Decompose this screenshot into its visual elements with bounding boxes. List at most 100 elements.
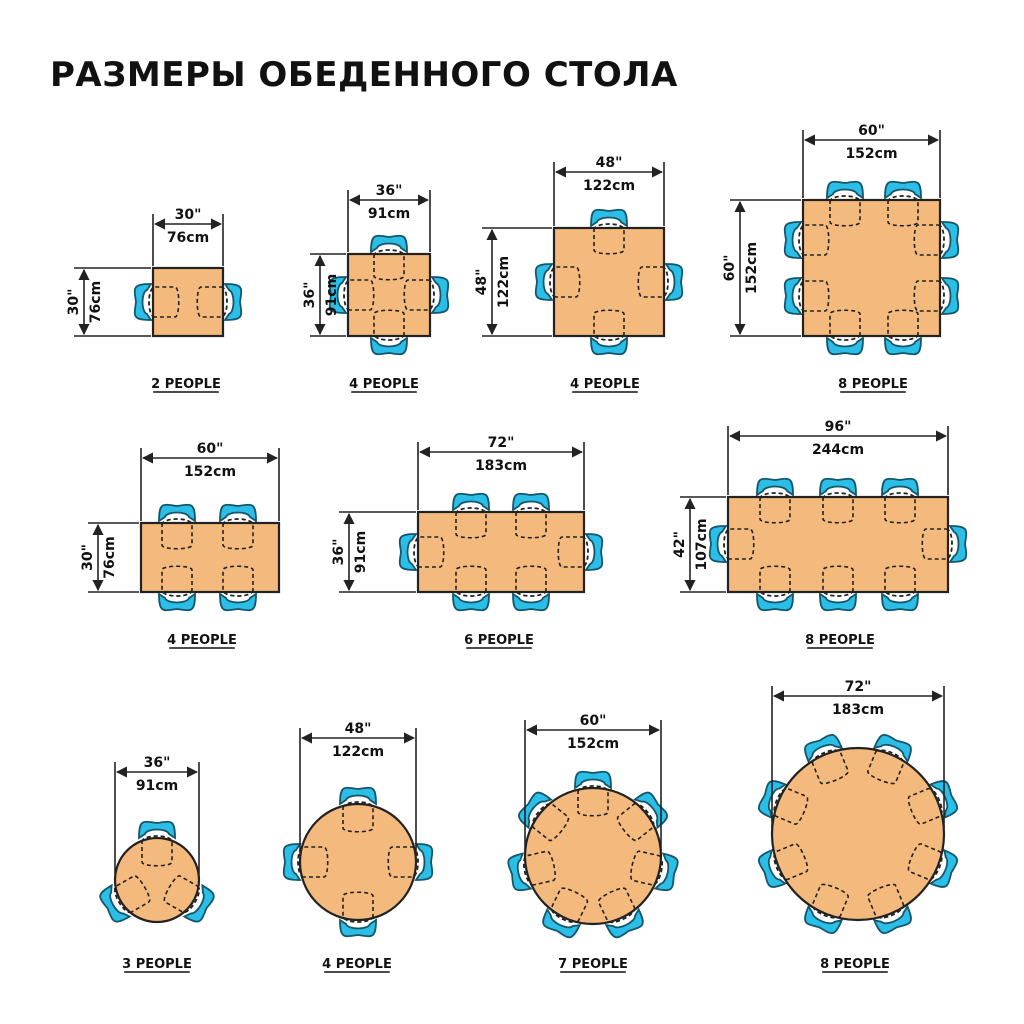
chair-seat <box>161 565 193 597</box>
width-inches: 96" <box>825 419 852 435</box>
chair-seat <box>884 492 916 524</box>
depth-cm: 107cm <box>694 518 710 570</box>
chair-seat-outline <box>413 536 445 568</box>
chair-seat-outline <box>887 309 919 341</box>
chair-seat-outline <box>798 224 830 256</box>
chair-seat-outline <box>867 749 905 785</box>
people-caption: 8 PEOPLE <box>805 633 875 648</box>
depth-cm: 76cm <box>88 281 104 323</box>
chair-seat-outline <box>550 887 589 923</box>
chair-seat <box>531 802 570 842</box>
chair-back <box>633 791 668 830</box>
chair-back <box>783 277 803 315</box>
table-top <box>139 521 281 594</box>
chair-back <box>398 533 418 571</box>
chair-back <box>881 477 919 497</box>
chair-back <box>219 592 257 612</box>
chair-seat-outline <box>557 536 589 568</box>
depth-dimension: 30"76cm <box>80 522 139 593</box>
chair-seats <box>798 195 945 341</box>
chair-back <box>138 820 176 840</box>
chair-seat-outline <box>196 286 228 318</box>
chair-seat <box>114 875 151 913</box>
depth-inches: 36" <box>331 539 347 566</box>
table-top <box>552 226 666 338</box>
chair-back <box>512 492 550 512</box>
people-caption: 8 PEOPLE <box>820 957 890 972</box>
table-top <box>523 786 663 926</box>
chair-seat-outline <box>161 518 193 550</box>
chair-back <box>819 477 857 497</box>
chair-back <box>512 592 550 612</box>
chair-back <box>414 843 434 881</box>
depth-inches: 30" <box>66 289 82 316</box>
chair-back <box>158 592 196 612</box>
table-top <box>346 252 432 338</box>
chair-seat <box>616 802 655 842</box>
people-caption: 2 PEOPLE <box>151 377 221 392</box>
diameter-cm: 183cm <box>832 702 884 718</box>
chair-seats <box>549 223 669 341</box>
chair-seat-outline <box>342 801 374 833</box>
chair-seat <box>297 846 329 878</box>
width-dimension: 96"244cm <box>727 419 949 495</box>
chair-seats <box>413 507 589 597</box>
chair-back <box>133 283 153 321</box>
depth-inches: 48" <box>474 269 490 296</box>
chair-seat <box>403 279 435 311</box>
chair-seat-outline <box>884 492 916 524</box>
chair-seat <box>577 785 609 817</box>
chair-seats <box>343 249 435 341</box>
chair-back <box>534 263 554 301</box>
chair-seat-outline <box>403 279 435 311</box>
people-caption: 8 PEOPLE <box>838 377 908 392</box>
diameter-dimension: 60"152cm <box>524 713 662 850</box>
chair-seat-outline <box>549 266 581 298</box>
chair-seat <box>222 518 254 550</box>
width-dimension: 60"152cm <box>140 441 280 521</box>
chair-seats <box>297 801 419 923</box>
chair-seat <box>515 565 547 597</box>
chair-seat-outline <box>907 787 943 825</box>
diameter-inches: 72" <box>845 679 872 695</box>
chair-seat-outline <box>597 887 636 923</box>
people-caption: 7 PEOPLE <box>558 957 628 972</box>
chair-seat-outline <box>759 492 791 524</box>
chair-seat <box>593 223 625 255</box>
chair-seat <box>887 309 919 341</box>
width-cm: 122cm <box>583 178 635 194</box>
depth-inches: 42" <box>672 531 688 558</box>
chair-back <box>804 904 844 935</box>
chair-back <box>590 336 628 356</box>
chair-seat-outline <box>811 883 849 919</box>
chair-seat <box>593 309 625 341</box>
chair-seat <box>913 224 945 256</box>
chair-back <box>542 907 582 939</box>
chair-back <box>664 263 684 301</box>
chair-back <box>158 503 196 523</box>
width-dimension: 36"91cm <box>347 183 431 252</box>
chair-back <box>757 848 788 888</box>
chair-back <box>872 904 912 935</box>
chair-seat <box>759 492 791 524</box>
table-top <box>416 510 586 594</box>
chair-seat <box>907 843 943 881</box>
chair-seat <box>630 850 663 886</box>
chair-seat-outline <box>373 249 405 281</box>
chair-seat <box>141 835 173 867</box>
chair-seat-outline <box>387 846 419 878</box>
people-caption: 6 PEOPLE <box>464 633 534 648</box>
chair-seat <box>798 224 830 256</box>
width-inches: 30" <box>175 207 202 223</box>
chair-seat-outline <box>161 565 193 597</box>
diameter-inches: 48" <box>345 721 372 737</box>
width-cm: 91cm <box>368 206 410 222</box>
chair-seat-outline <box>297 846 329 878</box>
diameter-cm: 122cm <box>332 744 384 760</box>
chair-seat <box>907 787 943 825</box>
chair-seats <box>523 785 663 923</box>
chair-back <box>884 336 922 356</box>
chair-seat-outline <box>884 565 916 597</box>
